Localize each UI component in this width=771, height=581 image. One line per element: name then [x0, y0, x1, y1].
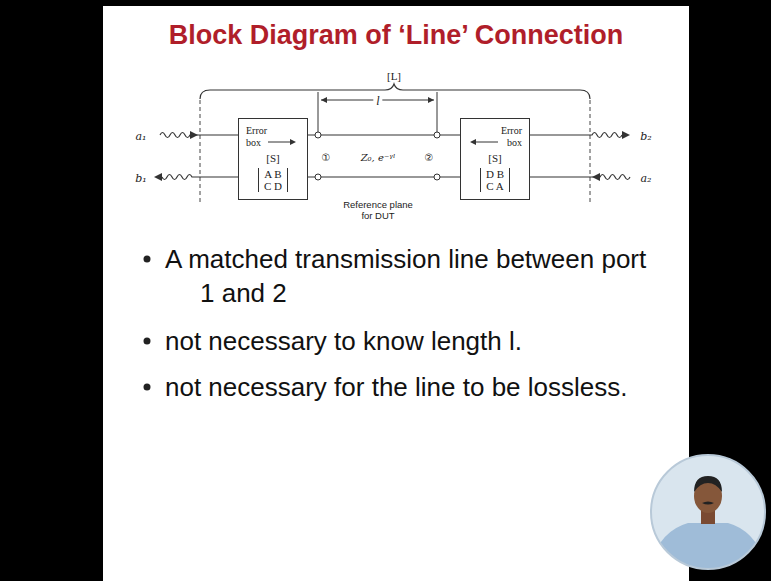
s-matrix-symbol: [S] [488, 152, 501, 164]
terminal-dot [434, 132, 440, 138]
reference-plane-note: Reference plane for DUT [339, 199, 417, 221]
slide-background [103, 6, 689, 581]
slide-title: Block Diagram of ‘Line’ Connection [169, 20, 624, 51]
wave-arrow [162, 175, 238, 180]
line-parameter: Z₀, e⁻ᵞˡ [361, 152, 396, 164]
arrowhead [190, 131, 198, 139]
arrowhead [290, 139, 296, 145]
arrowhead [154, 173, 162, 181]
label-wrap: a₁ [136, 126, 147, 144]
label-wrap: not necessary for the line to be lossles… [165, 370, 660, 404]
label-wrap: a₂ [641, 168, 652, 186]
presenter-hair [694, 476, 722, 492]
length-label: l [373, 94, 382, 108]
reference-plane-line [590, 100, 591, 202]
label-wrap: Reference plane for DUT [339, 199, 417, 223]
presenter-moustache [702, 502, 714, 505]
bullet-text: A matched transmission line between port… [165, 242, 660, 310]
label-wrap: [L] [387, 66, 401, 84]
label-wrap: b₂ [640, 126, 651, 144]
box-name: Error box [246, 125, 280, 149]
direction-arrow [474, 142, 498, 143]
label-wrap: l [373, 91, 382, 109]
bullet-text: not necessary for the line to be lossles… [165, 370, 660, 404]
direction-arrow [268, 142, 292, 143]
arrowhead [622, 131, 630, 139]
bullet-text: not necessary to know length l. [165, 324, 660, 358]
bullet-dot [144, 338, 151, 345]
reference-plane-line [200, 100, 201, 202]
error-box: Error box [S] A B C D [238, 118, 308, 200]
wave-label: b₁ [135, 172, 146, 185]
brace [200, 84, 590, 99]
wave-arrow [530, 175, 630, 180]
arrowhead [470, 139, 476, 145]
label-wrap: ① [322, 147, 331, 165]
port-number: ① [322, 152, 331, 164]
arrowhead [321, 97, 327, 103]
title-wrap: Block Diagram of ‘Line’ Connection [103, 20, 689, 51]
terminal-dot [434, 174, 440, 180]
wave-arrow [530, 133, 622, 138]
presenter-shirt [648, 523, 768, 575]
bullet-dot [144, 256, 151, 263]
wave-label: b₂ [640, 130, 651, 143]
s-matrix-symbol: [S] [266, 152, 279, 164]
terminal-dot [315, 132, 321, 138]
matrix-entries: A B C D [258, 168, 288, 192]
wave-label: a₁ [136, 130, 147, 143]
terminal-dot [315, 174, 321, 180]
dimension-tick [318, 92, 319, 132]
arrowhead [592, 173, 600, 181]
label-wrap: ② [425, 147, 434, 165]
label-wrap: not necessary to know length l. [165, 324, 660, 358]
dimension-tick [437, 92, 438, 132]
label-wrap: A matched transmission line between port… [165, 242, 660, 310]
wave-label: a₂ [641, 172, 652, 185]
arrowhead [428, 97, 434, 103]
box-name: Error box [488, 125, 522, 149]
matrix-entries: D B C A [480, 168, 510, 192]
wave-arrow [160, 133, 238, 138]
port-number: ② [425, 152, 434, 164]
label-wrap: b₁ [135, 168, 146, 186]
presenter-video [648, 454, 768, 575]
label-wrap: Z₀, e⁻ᵞˡ [361, 147, 396, 165]
video-frame [651, 455, 765, 569]
bullet-dot [144, 384, 151, 391]
matrix-label: [L] [387, 70, 401, 83]
error-box: Error box [S] D B C A [460, 118, 530, 200]
